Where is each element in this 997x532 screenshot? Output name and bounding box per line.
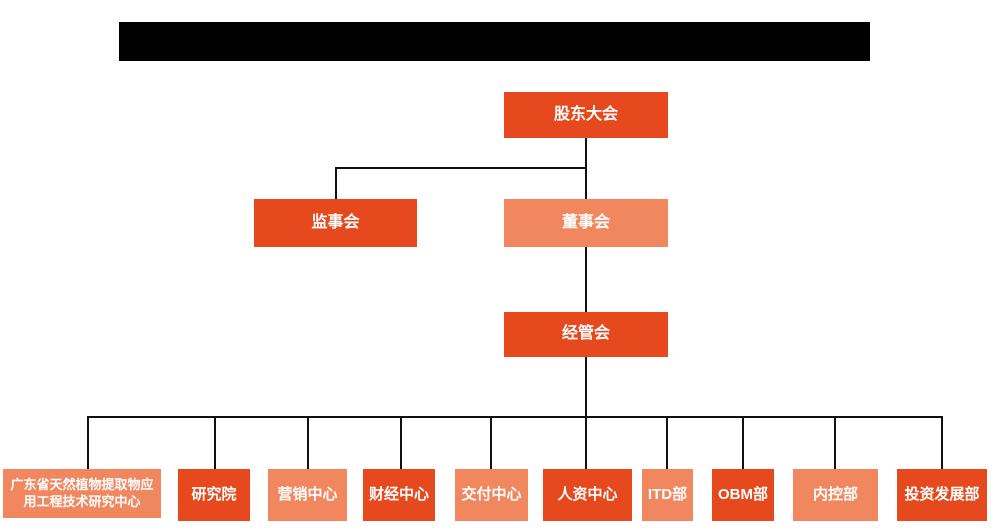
connector-line [214,416,216,469]
connector-line [585,416,587,469]
connector-line [585,357,587,417]
node-supervisory-board: 监事会 [254,199,417,247]
node-dept-finance-center: 财经中心 [363,469,435,521]
connector-line [307,416,309,469]
connector-line [834,416,836,469]
node-dept-delivery-center: 交付中心 [455,469,528,521]
connector-line [742,416,744,469]
node-dept-research-institute: 研究院 [178,469,250,521]
node-dept-marketing-center: 营销中心 [268,469,347,521]
connector-line [585,247,587,312]
connector-line [941,416,943,469]
node-dept-obm: OBM部 [712,469,774,521]
node-board-of-directors: 董事会 [504,199,668,247]
connector-line [666,416,668,469]
connector-line [335,167,587,169]
node-dept-research-center: 广东省天然植物提取物应用工程技术研究中心 [3,469,161,518]
connector-line [585,138,587,200]
connector-line [400,416,402,469]
connector-line [335,167,337,200]
node-dept-internal-control: 内控部 [793,469,878,521]
node-dept-hr-center: 人资中心 [543,469,632,521]
connector-line [87,416,89,469]
node-dept-investment-development: 投资发展部 [897,469,987,521]
connector-line [490,416,492,469]
connector-line [87,416,943,418]
node-shareholders-meeting: 股东大会 [504,92,668,138]
redacted-title-bar [119,22,870,61]
node-dept-itd: ITD部 [642,469,693,521]
node-management-committee: 经管会 [504,312,668,357]
